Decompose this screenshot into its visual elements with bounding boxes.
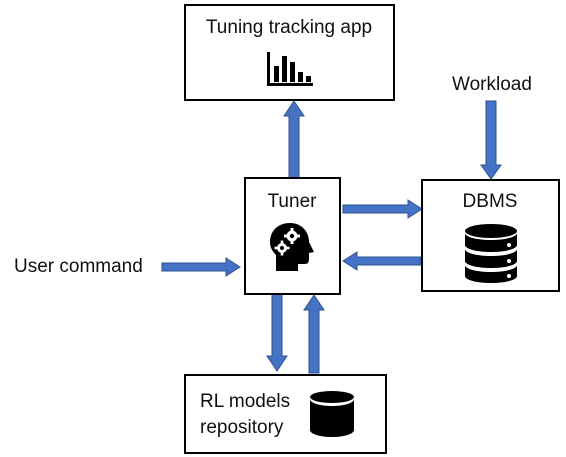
arrow-workload-to-dbms <box>480 100 502 180</box>
arrow-tuner-to-dbms <box>342 199 423 219</box>
tracking-app-box: Tuning tracking app <box>184 4 395 101</box>
arrow-tuner-to-tracking-app <box>283 100 305 179</box>
dbms-label: DBMS <box>462 191 518 212</box>
dbms-box: DBMS <box>421 179 560 292</box>
rl-repo-box: RL models repository <box>184 374 387 454</box>
tuner-label: Tuner <box>267 191 317 212</box>
database-icon <box>465 224 517 283</box>
tracking-app-label: Tuning tracking app <box>205 17 373 38</box>
database-icon <box>310 391 354 437</box>
rl-repo-label-line1: RL models <box>200 391 291 412</box>
arrow-user-command-to-tuner <box>161 257 241 277</box>
bar-chart-icon <box>267 52 313 86</box>
arrow-dbms-to-tuner <box>342 251 422 271</box>
rl-repo-label-line2: repository <box>200 417 284 438</box>
tuner-box: Tuner <box>244 177 341 295</box>
arrow-rl-repo-to-tuner <box>303 294 325 374</box>
arrow-tuner-to-rl-repo <box>266 293 288 372</box>
workload-label: Workload <box>452 74 532 95</box>
user-command-label: User command <box>14 256 143 277</box>
head-gears-icon <box>270 223 314 271</box>
